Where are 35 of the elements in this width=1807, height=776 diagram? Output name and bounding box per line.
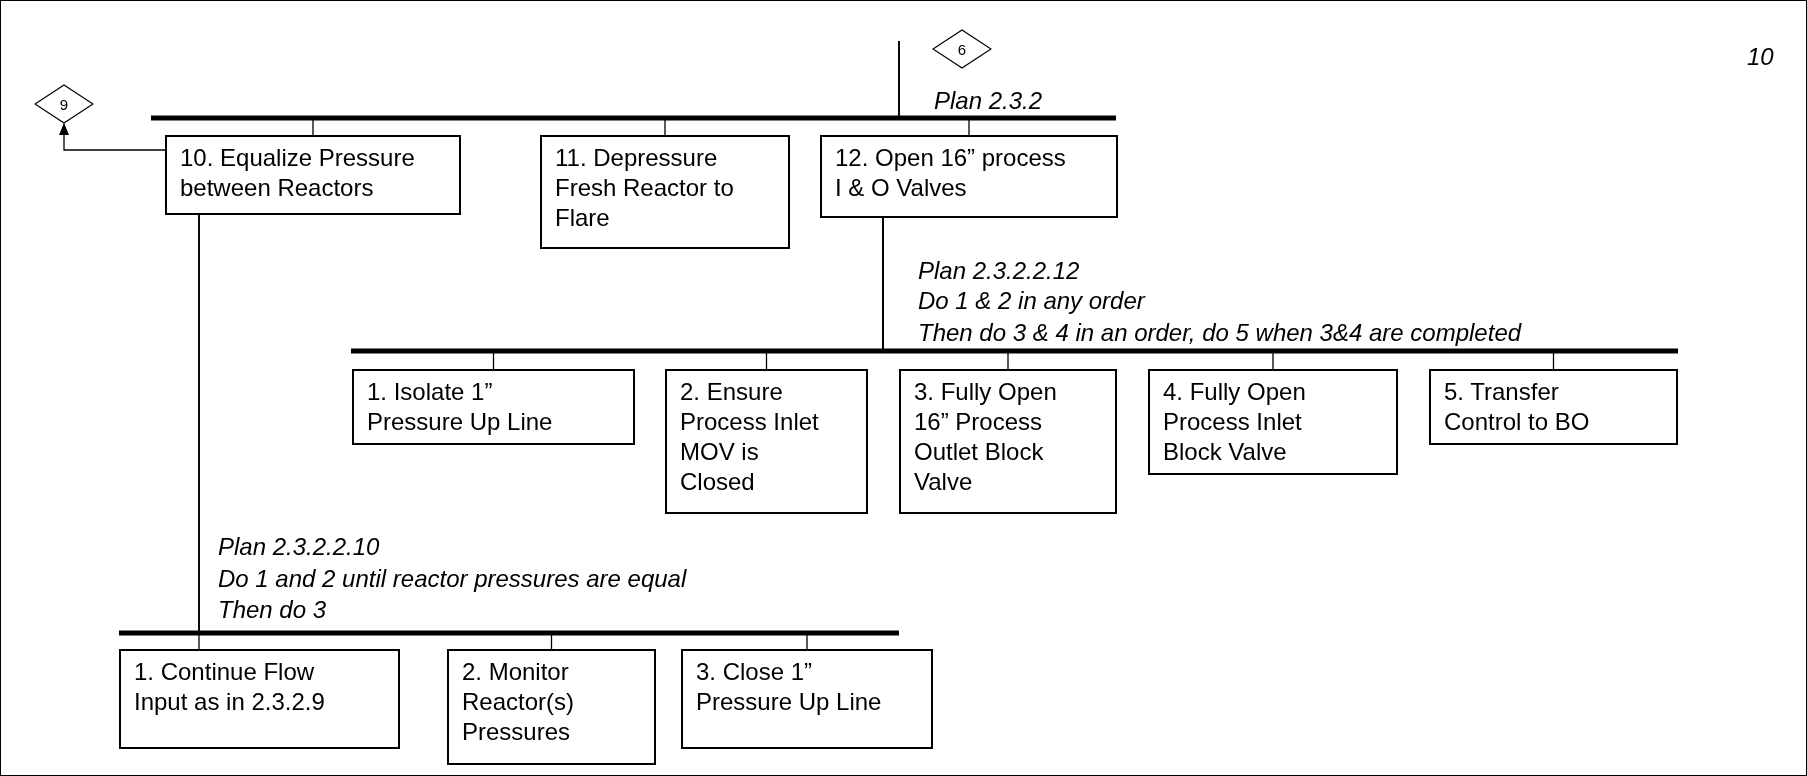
task-text: 3. Close 1” Pressure Up Line: [696, 657, 883, 717]
task-text: 1. Continue Flow Input as in 2.3.2.9: [134, 657, 326, 717]
task-box: [681, 649, 933, 749]
task-box: [1429, 369, 1678, 445]
task-text: 3. Fully Open 16” Process Outlet Block Valve: [914, 377, 1058, 497]
connector-line: [898, 40, 970, 136]
plan-note: Plan 2.3.2.2.10: [218, 532, 380, 562]
task-text: 12. Open 16” process I & O Valves: [835, 143, 1067, 203]
task-text: 11. Depressure Fresh Reactor to Flare: [555, 143, 735, 233]
connector-number: 9: [59, 95, 69, 113]
task-text: 2. Monitor Reactor(s) Pressures: [462, 657, 576, 747]
task-box: [352, 369, 635, 445]
plan-note: Plan 2.3.2: [934, 86, 1043, 116]
task-text: 10. Equalize Pressure between Reactors: [180, 143, 416, 203]
task-box: [665, 369, 868, 514]
task-text: 1. Isolate 1” Pressure Up Line: [367, 377, 554, 437]
plan-note: Do 1 & 2 in any order: [918, 286, 1145, 316]
task-box: [447, 649, 656, 765]
plan-note: Do 1 and 2 until reactor pressures are equal: [218, 564, 687, 594]
arrow: [59, 123, 166, 151]
task-box: [540, 135, 790, 249]
task-box: [119, 649, 400, 749]
task-text: 5. Transfer Control to BO: [1444, 377, 1591, 437]
plan-note: Plan 2.3.2.2.12: [918, 256, 1080, 286]
task-text: 4. Fully Open Process Inlet Block Valve: [1163, 377, 1307, 467]
plan-note: Then do 3: [218, 595, 327, 625]
connector-line: [198, 214, 808, 650]
page-number: 10: [1747, 42, 1774, 72]
task-box: [165, 135, 461, 215]
plan-note: Then do 3 & 4 in an order, do 5 when 3&4 are completed: [918, 318, 1522, 348]
task-box: [899, 369, 1117, 514]
connector-number: 6: [957, 40, 967, 58]
task-box: [1148, 369, 1398, 475]
task-box: [820, 135, 1118, 218]
task-text: 2. Ensure Process Inlet MOV is Closed: [680, 377, 820, 497]
